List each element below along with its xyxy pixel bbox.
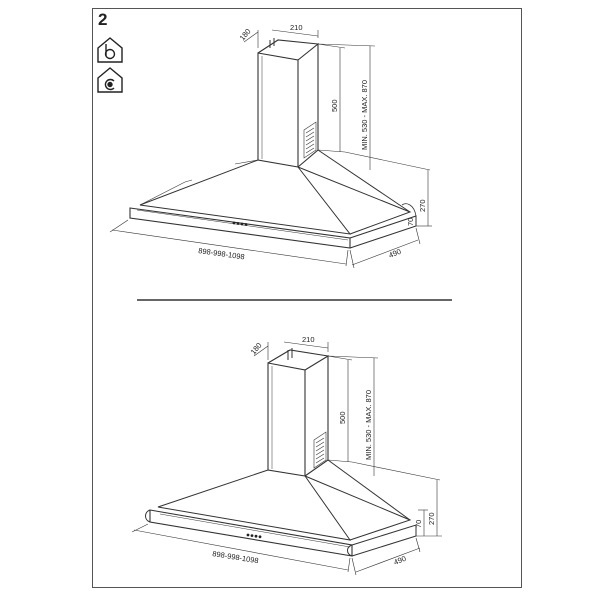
figure-number: 2 [98, 10, 108, 29]
house-b-icon [97, 37, 123, 63]
figure-frame [92, 8, 522, 588]
top-dim-depth: 490 [387, 247, 402, 260]
bottom-dim-chimney-height: 500 [338, 411, 347, 424]
bottom-dim-chimney-width: 210 [302, 335, 315, 344]
top-hood-drawing [129, 38, 417, 249]
bottom-dim-canopy-height: 270 [427, 512, 436, 525]
bottom-hood-drawing [145, 348, 417, 557]
top-dim-chimney-depth: 180 [238, 27, 253, 42]
house-c-icon [97, 67, 123, 93]
bottom-dim-chimney-depth: 180 [249, 341, 264, 356]
top-dim-lip-height: 70 [406, 218, 415, 226]
top-dim-height-range: MIN. 530 - MAX. 870 [360, 80, 369, 150]
bottom-dim-depth: 490 [392, 554, 407, 567]
top-dim-chimney-width: 210 [290, 23, 303, 32]
bottom-dim-widths: 898-998-1098 [212, 549, 260, 565]
top-dimension-lines [109, 29, 432, 269]
bottom-dimension-lines [131, 341, 442, 576]
bottom-dim-height-range: MIN. 530 - MAX. 870 [364, 390, 373, 460]
top-dim-canopy-height: 270 [418, 199, 427, 212]
top-dim-chimney-height: 500 [330, 99, 339, 112]
bottom-dim-lip-height: 70 [414, 520, 423, 528]
